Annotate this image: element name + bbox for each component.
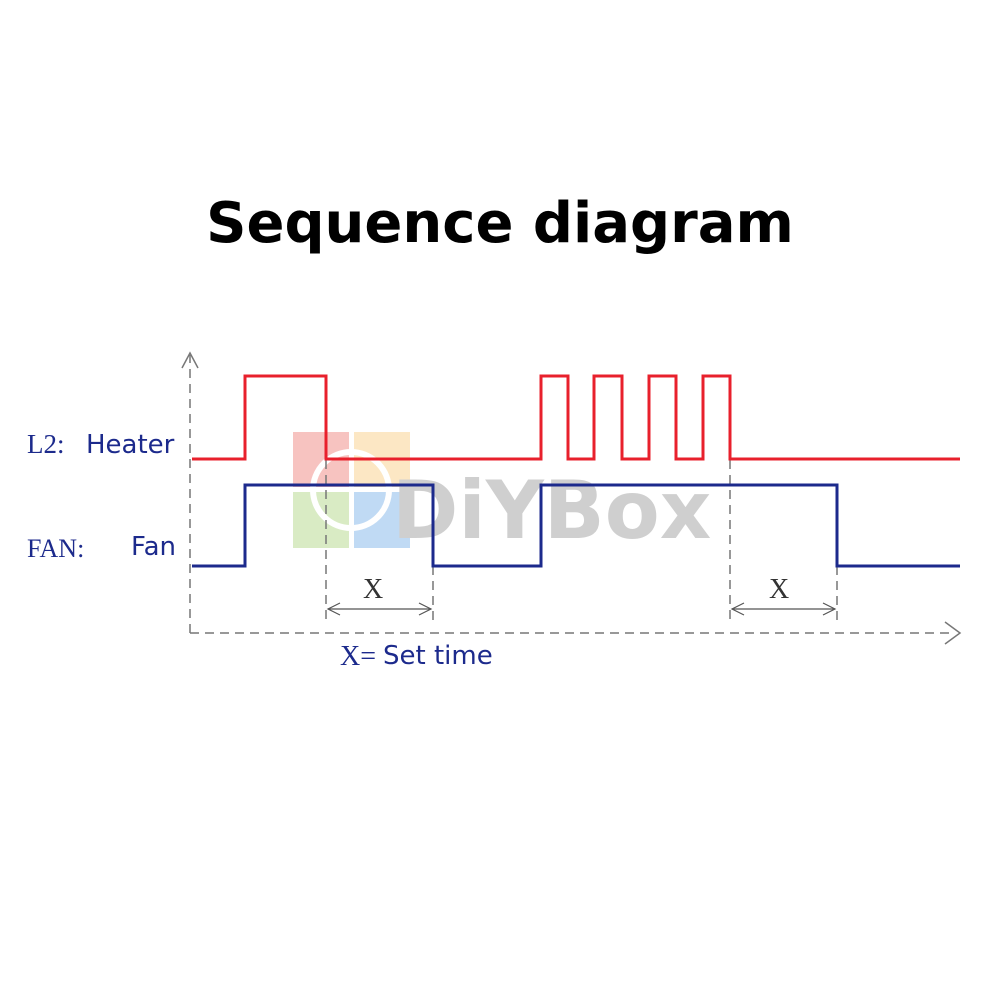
- watermark-logo: DiYBox: [293, 432, 711, 557]
- fan-prefix-label: FAN:: [27, 534, 84, 563]
- watermark-text: DiYBox: [392, 464, 711, 557]
- page-title: Sequence diagram: [206, 191, 794, 256]
- heater-prefix-label: L2:: [27, 429, 65, 459]
- interval-arrow-right-icon: [822, 602, 837, 616]
- interval-arrow-left-icon: [730, 602, 745, 616]
- legend-text: Set time: [383, 641, 493, 671]
- axes: [189, 355, 955, 634]
- logo-tile-blue: [354, 492, 410, 548]
- legend-symbol: X=: [340, 641, 376, 672]
- interval-arrow-left-icon: [326, 602, 341, 616]
- fan-name-label: Fan: [131, 532, 176, 562]
- x-axis-arrow-icon: [944, 621, 962, 645]
- heater-waveform: [192, 374, 960, 461]
- logo-tile-green: [293, 492, 349, 548]
- logo-ring: [310, 449, 392, 531]
- fan-waveform: [192, 483, 960, 568]
- interval-marker-2: [730, 602, 837, 616]
- interval-label-1: X: [363, 574, 383, 605]
- heater-name-label: Heater: [86, 430, 175, 460]
- time-guides: [325, 460, 838, 620]
- interval-label-2: X: [769, 574, 789, 605]
- interval-marker-1: [326, 602, 433, 616]
- y-axis-arrow-icon: [181, 351, 199, 369]
- interval-arrow-right-icon: [418, 602, 433, 616]
